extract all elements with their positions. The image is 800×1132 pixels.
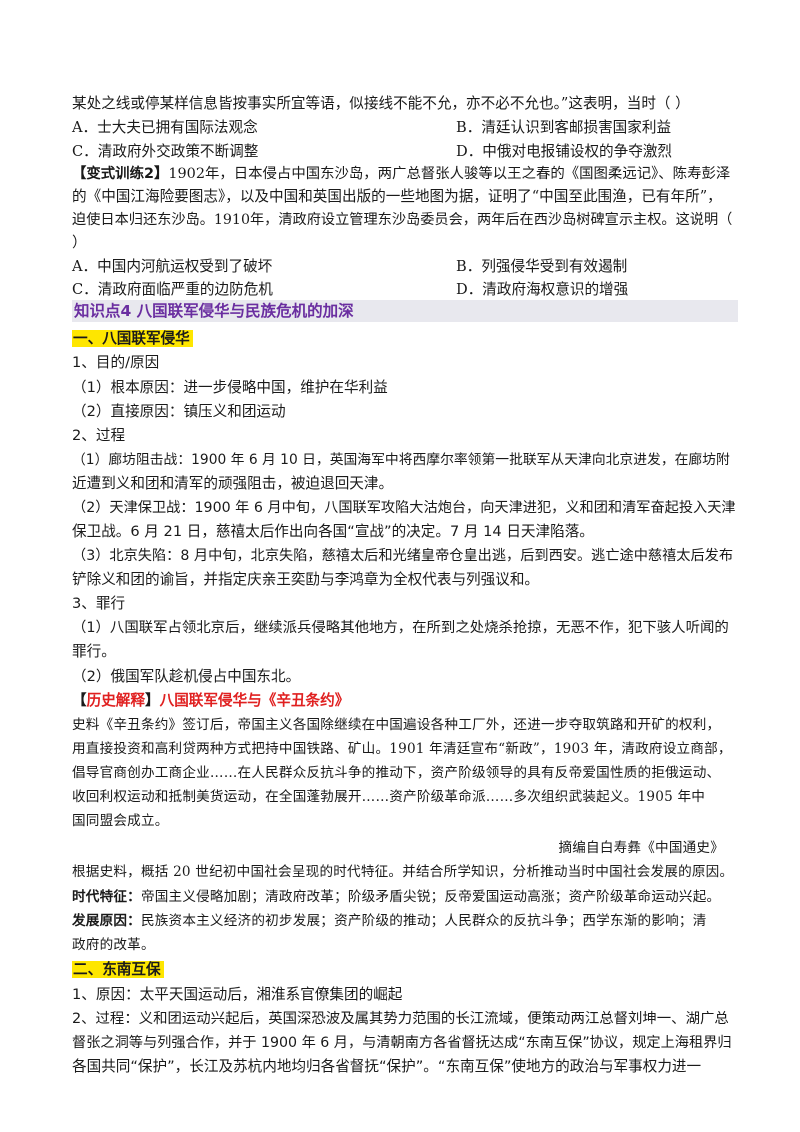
subheading: 1、目的/原因 [72, 354, 160, 371]
question-stem: 【变式训练2】1902年，日本侵占中国东沙岛，两广总督张人骏等以王之春的《国图柔… [72, 164, 736, 184]
bracket-open: 【 [72, 692, 87, 709]
paragraph: 督张之洞等与列强合作，并于 1900 年 6 月，与清朝南方各省督抚达成“东南互… [72, 1035, 732, 1051]
option-d: D．中俄对电报铺设权的争夺激烈 [456, 143, 673, 160]
question-prompt: 根据史料，概括 20 世纪初中国社会呈现的时代特征。并结合所学知识，分析推动当时… [72, 864, 734, 880]
paragraph: 各国共同“保护”，长江及苏杭内地均归各省督抚“保护”。“东南互保”使地方的政治与… [72, 1058, 702, 1075]
option-a: A．士大夫已拥有国际法观念 [72, 119, 258, 136]
option-row: A．中国内河航运权受到了破坏 B．列强侵华受到有效遏制 [72, 257, 736, 277]
source-text: 国同盟会成立。 [72, 813, 169, 829]
answer-label: 时代特征： [72, 889, 141, 905]
question-tag: 【变式训练2】 [72, 166, 169, 182]
paragraph: （2）天津保卫战：1900 年 6 月中旬，八国联军攻陷大沽炮台，向天津进犯，义… [72, 500, 736, 516]
knowledge-point-title: 知识点4 八国联军侵华与民族危机的加深 [74, 302, 354, 320]
question-stem-tail: 某处之线或停某样信息皆按事实所宜等语，似接线不能不允，亦不必不允也。”这表明，当… [72, 95, 690, 112]
paragraph: （1）根本原因：进一步侵略中国，维护在华利益 [72, 379, 388, 396]
question-text: 1902年，日本侵占中国东沙岛，两广总督张人骏等以王之春的《国图柔远记》、陈寿彭… [168, 166, 731, 182]
section-heading: 二、东南互保 [72, 960, 736, 980]
answer-causes: 发展原因：民族资本主义经济的初步发展；资产阶级的推动；人民群众的反抗斗争；西学东… [72, 911, 736, 931]
paragraph: （3）北京失陷：8 月中旬，北京失陷，慈禧太后和光绪皇帝仓皇出逃，后到西安。逃亡… [72, 548, 734, 564]
paragraph: 2、过程：义和团运动兴起后，英国深恐波及属其势力范围的长江流域，便策动两江总督刘… [72, 1011, 729, 1027]
answer-text: 民族资本主义经济的初步发展；资产阶级的推动；人民群众的反抗斗争；西学东渐的影响；… [140, 913, 707, 929]
paragraph: 保卫战。6 月 21 日，慈禧太后作出向各国“宣战”的决定。7 月 14 日天津… [72, 523, 594, 540]
paragraph: （1）廊坊阻击战：1900 年 6 月 10 日，英国海军中将西摩尔率领第一批联… [72, 452, 730, 468]
option-c: C．清政府面临严重的边防危机 [72, 281, 273, 298]
option-row: A．士大夫已拥有国际法观念 B．清廷认识到客邮损害国家利益 [72, 118, 736, 138]
answer-label: 发展原因： [72, 913, 141, 929]
source-text: 史料《辛丑条约》签订后，帝国主义各国除继续在中国遍设各种工厂外，还进一步夺取筑路… [72, 717, 721, 733]
source-text: 用直接投资和高利贷两种方式把持中国铁路、矿山。1901 年清廷宣布“新政”，19… [72, 741, 732, 757]
section-heading: 一、八国联军侵华 [72, 329, 736, 349]
option-a: A．中国内河航运权受到了破坏 [72, 258, 273, 275]
option-d: D．清政府海权意识的增强 [456, 281, 629, 298]
paragraph: （2）直接原因：镇压义和团运动 [72, 403, 286, 420]
section-title: 一、八国联军侵华 [72, 330, 193, 347]
source-text: 收回利权运动和抵制美货运动，在全国蓬勃展开……资产阶级革命派……多次组织武装起义… [72, 789, 706, 805]
paragraph: （1）八国联军占领北京后，继续派兵侵略其他地方，在所到之处烧杀抢掠，无恶不作，犯… [72, 620, 729, 636]
paragraph: 罪行。 [72, 643, 116, 660]
subheading: 3、罪行 [72, 595, 126, 612]
source-citation: 摘编自白寿彝《中国通史》 [558, 840, 724, 856]
option-c: C．清政府外交政策不断调整 [72, 143, 259, 160]
option-row: C．清政府外交政策不断调整 D．中俄对电报铺设权的争夺激烈 [72, 142, 736, 162]
knowledge-point-header: 知识点4 八国联军侵华与民族危机的加深 [72, 300, 738, 322]
question-text: ） [72, 234, 87, 251]
paragraph: 铲除义和团的谕旨，并指定庆亲王奕劻与李鸿章为全权代表与列强议和。 [72, 571, 540, 588]
paragraph: （2）俄国军队趁机侵占中国东北。 [72, 668, 301, 685]
paragraph: 近遭到义和团和清军的顽强阻击，被迫退回天津。 [72, 475, 394, 492]
subheading: 2、过程 [72, 427, 126, 444]
section-title: 二、东南互保 [72, 961, 164, 978]
answer-text: 政府的改革。 [72, 937, 155, 953]
option-b: B．清廷认识到客邮损害国家利益 [456, 119, 672, 136]
question-text: 迫使日本归还东沙岛。1910年，清政府设立管理东沙岛委员会，两年后在西沙岛树碑宣… [72, 212, 733, 228]
history-interpretation-heading: 【历史解释】八国联军侵华与《辛丑条约》 [72, 691, 736, 711]
source-text: 倡导官商创办工商企业……在人民群众反抗斗争的推动下，资产阶级领导的具有反帝爱国性… [72, 765, 721, 781]
history-interpretation-title: 八国联军侵华与《辛丑条约》 [159, 692, 350, 709]
answer-text: 帝国主义侵略加剧；清政府改革；阶级矛盾尖锐；反帝爱国运动高涨；资产阶级革命运动兴… [140, 889, 721, 905]
question-text: 的《中国江海险要图志》，以及中国和英国出版的一些地图为据，证明了“中国至此围渔，… [72, 188, 722, 205]
option-b: B．列强侵华受到有效遏制 [456, 258, 628, 275]
history-interpretation-label: 历史解释 [86, 692, 145, 709]
answer-era-features: 时代特征：帝国主义侵略加剧；清政府改革；阶级矛盾尖锐；反帝爱国运动高涨；资产阶级… [72, 887, 736, 907]
paragraph: 1、原因：太平天国运动后，湘淮系官僚集团的崛起 [72, 986, 403, 1003]
option-row: C．清政府面临严重的边防危机 D．清政府海权意识的增强 [72, 280, 736, 300]
bracket-close: 】 [145, 692, 160, 709]
